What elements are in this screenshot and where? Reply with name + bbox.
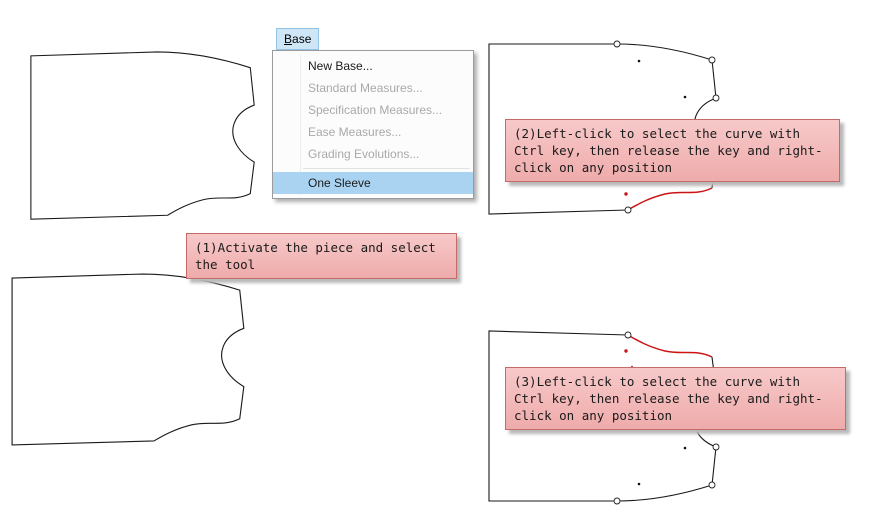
menu-item-specification-measures: Specification Measures... bbox=[308, 103, 443, 117]
menu-title-rest: ase bbox=[292, 32, 312, 46]
curve-marker-dot bbox=[624, 192, 628, 196]
callout-step3-line1: (3)Left-click to select the curve with bbox=[514, 374, 800, 389]
callout-step1-line2: the tool bbox=[195, 257, 256, 272]
callout-step1: (1)Activate the piece and select the too… bbox=[186, 233, 457, 279]
pattern-piece-bottom-left[interactable] bbox=[8, 270, 253, 456]
callout-step3-line2: Ctrl key, then release the key and right… bbox=[514, 391, 823, 406]
menu-item-grading-evolutions: Grading Evolutions... bbox=[308, 147, 420, 161]
node-dots bbox=[637, 59, 687, 99]
menu-gutter-line bbox=[300, 54, 301, 195]
callout-step2: (2)Left-click to select the curve with C… bbox=[505, 119, 840, 182]
pattern-piece-top-left[interactable] bbox=[25, 48, 265, 230]
piece-outline[interactable] bbox=[11, 273, 245, 446]
pattern-piece-top-left-svg bbox=[30, 51, 255, 220]
callout-step3-line3: click on any position bbox=[514, 408, 673, 423]
menu-item-new-base[interactable]: New Base... bbox=[308, 59, 373, 73]
control-points[interactable] bbox=[613, 331, 720, 505]
callout-step3: (3)Left-click to select the curve with C… bbox=[505, 367, 846, 430]
selected-curve[interactable] bbox=[627, 334, 713, 358]
callout-step1-line1: (1)Activate the piece and select bbox=[195, 240, 436, 255]
menu-title-accel: B bbox=[284, 32, 293, 46]
piece-outline[interactable] bbox=[30, 51, 255, 220]
selected-curve[interactable] bbox=[627, 187, 713, 211]
menu-separator bbox=[303, 168, 470, 169]
menu-item-ease-measures: Ease Measures... bbox=[308, 125, 402, 139]
menu-base-title[interactable]: Base bbox=[276, 28, 320, 50]
menu-item-one-sleeve[interactable]: One Sleeve bbox=[273, 172, 473, 194]
callout-step2-line2: Ctrl key, then release the key and right… bbox=[514, 143, 823, 158]
callout-step2-line1: (2)Left-click to select the curve with bbox=[514, 126, 800, 141]
curve-marker-dot bbox=[624, 349, 628, 353]
menu-item-standard-measures: Standard Measures... bbox=[308, 81, 423, 95]
callout-step2-line3: click on any position bbox=[514, 160, 673, 175]
node-dots bbox=[637, 446, 687, 486]
base-menu-dropdown: New Base... Standard Measures... Specifi… bbox=[272, 50, 474, 199]
pattern-piece-bottom-left-svg bbox=[11, 273, 245, 446]
